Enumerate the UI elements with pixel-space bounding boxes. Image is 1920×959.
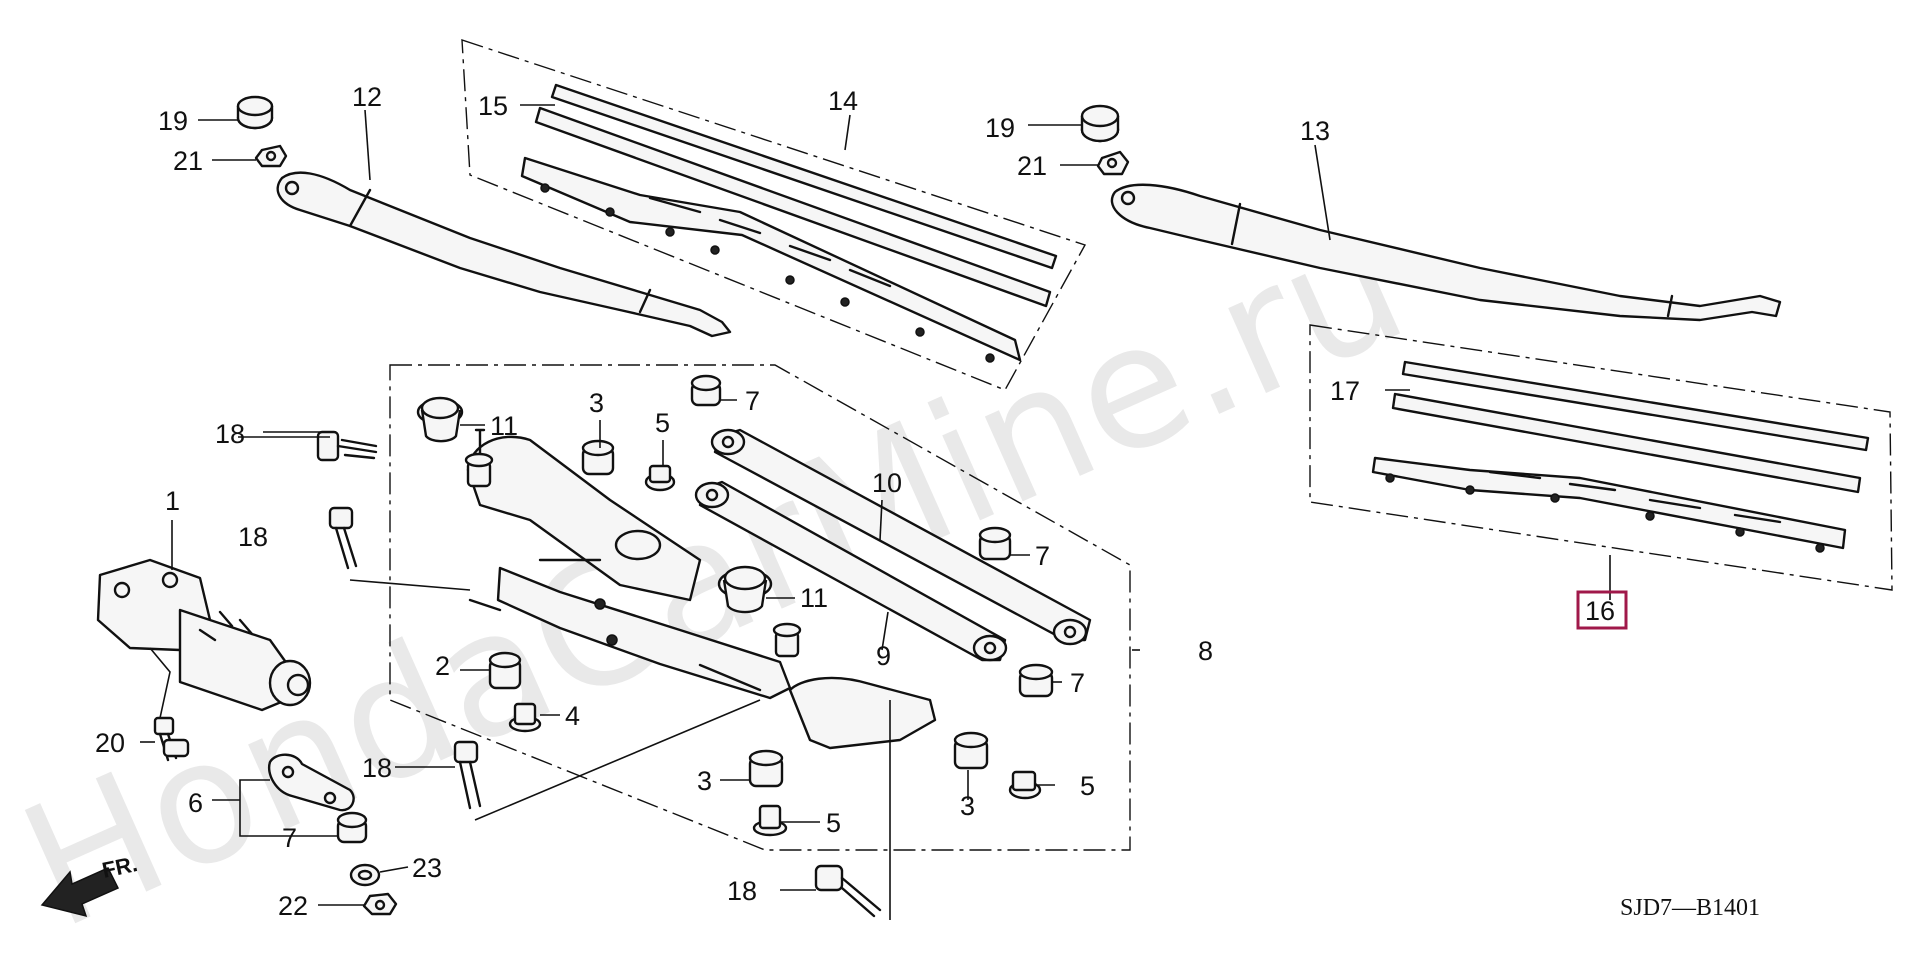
callout-1: 1: [165, 486, 180, 516]
wiper-blade-14[interactable]: [520, 83, 1058, 363]
bushing-7d[interactable]: [336, 811, 368, 844]
callout-7b: 7: [1035, 541, 1050, 571]
callout-17: 17: [1330, 376, 1360, 406]
callout-21a: 21: [173, 146, 203, 176]
washer-23[interactable]: [349, 863, 381, 887]
callout-21b: 21: [1017, 151, 1047, 181]
bushing-3b[interactable]: [748, 749, 784, 788]
cap-19b[interactable]: [1080, 104, 1120, 143]
blade-group-frame-14: [461, 39, 1087, 391]
callout-15: 15: [478, 91, 508, 121]
collar-5a[interactable]: [644, 464, 676, 492]
link-rod-10[interactable]: [710, 428, 1092, 646]
bolt-18d[interactable]: [814, 864, 882, 918]
callout-16: 16: [1585, 596, 1615, 626]
callout-7c: 7: [1070, 668, 1085, 698]
cap-19a[interactable]: [236, 95, 274, 130]
bushing-7b[interactable]: [978, 526, 1012, 561]
bolt-18a[interactable]: [316, 430, 378, 462]
callout-3c: 3: [960, 791, 975, 821]
wiper-arm-13[interactable]: [1110, 183, 1782, 322]
callout-2: 2: [435, 651, 450, 681]
diagram-code: SJD7—B1401: [1620, 895, 1760, 921]
leader-lines: [140, 104, 1611, 920]
callout-7a: 7: [745, 386, 760, 416]
callout-13: 13: [1300, 116, 1330, 146]
collar-4[interactable]: [508, 702, 542, 733]
callout-5b: 5: [826, 808, 841, 838]
callout-18d: 18: [727, 876, 757, 906]
callout-19b: 19: [985, 113, 1015, 143]
wiper-motor-1[interactable]: [96, 558, 312, 712]
nut-22[interactable]: [362, 892, 398, 916]
callout-18b: 18: [238, 522, 268, 552]
callout-5c: 5: [1080, 771, 1095, 801]
callout-9: 9: [876, 641, 891, 671]
callout-3b: 3: [697, 766, 712, 796]
callout-18a: 18: [215, 419, 245, 449]
wiper-blade-16[interactable]: [1371, 360, 1870, 553]
callout-11b: 11: [800, 583, 828, 613]
wiper-linkage-8[interactable]: [464, 428, 937, 750]
callout-4: 4: [565, 701, 580, 731]
callout-10: 10: [872, 468, 902, 498]
grommet-11b[interactable]: [717, 565, 773, 614]
callout-5a: 5: [655, 408, 670, 438]
bracket-6[interactable]: [267, 753, 355, 812]
bolt-18c[interactable]: [453, 740, 482, 810]
callout-18c: 18: [362, 753, 392, 783]
linkage-group-frame-8: [389, 364, 1131, 851]
callout-20: 20: [95, 728, 125, 758]
bolt-18b[interactable]: [328, 506, 358, 570]
nut-21b[interactable]: [1096, 150, 1130, 176]
callout-12: 12: [352, 82, 382, 112]
nut-21a[interactable]: [254, 144, 288, 168]
callout-19a: 19: [158, 106, 188, 136]
callout-7d: 7: [282, 823, 297, 853]
callout-3a: 3: [589, 388, 604, 418]
bushing-3c[interactable]: [953, 731, 989, 770]
bushing-2[interactable]: [488, 651, 522, 690]
bushing-7a[interactable]: [690, 374, 722, 407]
callout-14: 14: [828, 86, 858, 116]
bolt-20[interactable]: [153, 716, 190, 762]
wiper-arm-12[interactable]: [276, 171, 732, 338]
bushing-7c[interactable]: [1018, 663, 1054, 698]
watermark: HondaCarMine.ru: [0, 184, 1431, 959]
front-arrow-icon: [40, 867, 120, 918]
callout-22: 22: [278, 891, 308, 921]
callout-6: 6: [188, 788, 203, 818]
collar-5b[interactable]: [752, 804, 788, 837]
link-rod-9[interactable]: [694, 480, 1008, 662]
collar-5c[interactable]: [1008, 770, 1042, 800]
callout-8: 8: [1198, 636, 1213, 666]
callout-23: 23: [412, 853, 442, 883]
grommet-11a[interactable]: [416, 396, 464, 443]
highlight-box-16: [1576, 590, 1628, 630]
blade-group-frame-16: [1309, 324, 1893, 591]
bushing-3a[interactable]: [581, 439, 615, 476]
callout-11a: 11: [490, 411, 518, 441]
